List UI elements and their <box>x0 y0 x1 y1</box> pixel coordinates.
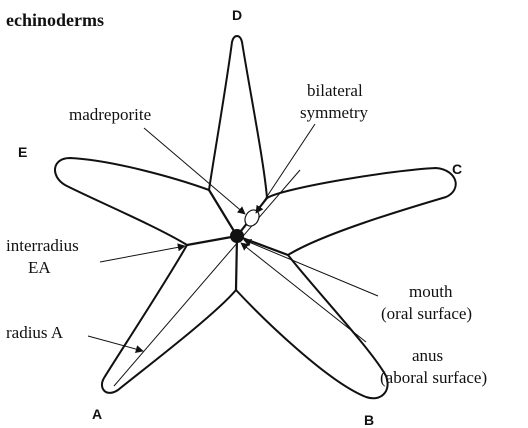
ray-e <box>187 236 237 245</box>
ray-d <box>209 190 237 236</box>
mouth-label-1: mouth <box>409 282 453 301</box>
anus-leader <box>241 243 366 342</box>
bilateral-label-2: symmetry <box>300 103 368 122</box>
interradius-label-2: EA <box>28 258 51 277</box>
arm-label-e: E <box>18 144 27 160</box>
interradius-leader <box>100 246 185 262</box>
symmetry-line <box>114 170 300 386</box>
anus-label-2: (aboral surface) <box>380 368 487 387</box>
radius-label: radius A <box>6 323 64 342</box>
bilateral-label-1: bilateral <box>307 81 363 100</box>
madreporite-leader <box>144 128 245 214</box>
central-disc <box>230 229 244 243</box>
arm-label-c: C <box>452 161 462 177</box>
radius-leader <box>88 336 143 351</box>
anus-label-1: anus <box>412 346 443 365</box>
mouth-label-2: (oral surface) <box>381 304 472 323</box>
mouth-leader <box>244 240 378 296</box>
arm-label-d: D <box>232 7 242 23</box>
bilateral-leader <box>256 124 315 213</box>
interradius-label-1: interradius <box>6 236 79 255</box>
arm-label-b: B <box>364 412 374 428</box>
madreporite-label: madreporite <box>69 105 151 124</box>
arm-label-a: A <box>92 406 102 422</box>
diagram-title: echinoderms <box>6 10 104 30</box>
